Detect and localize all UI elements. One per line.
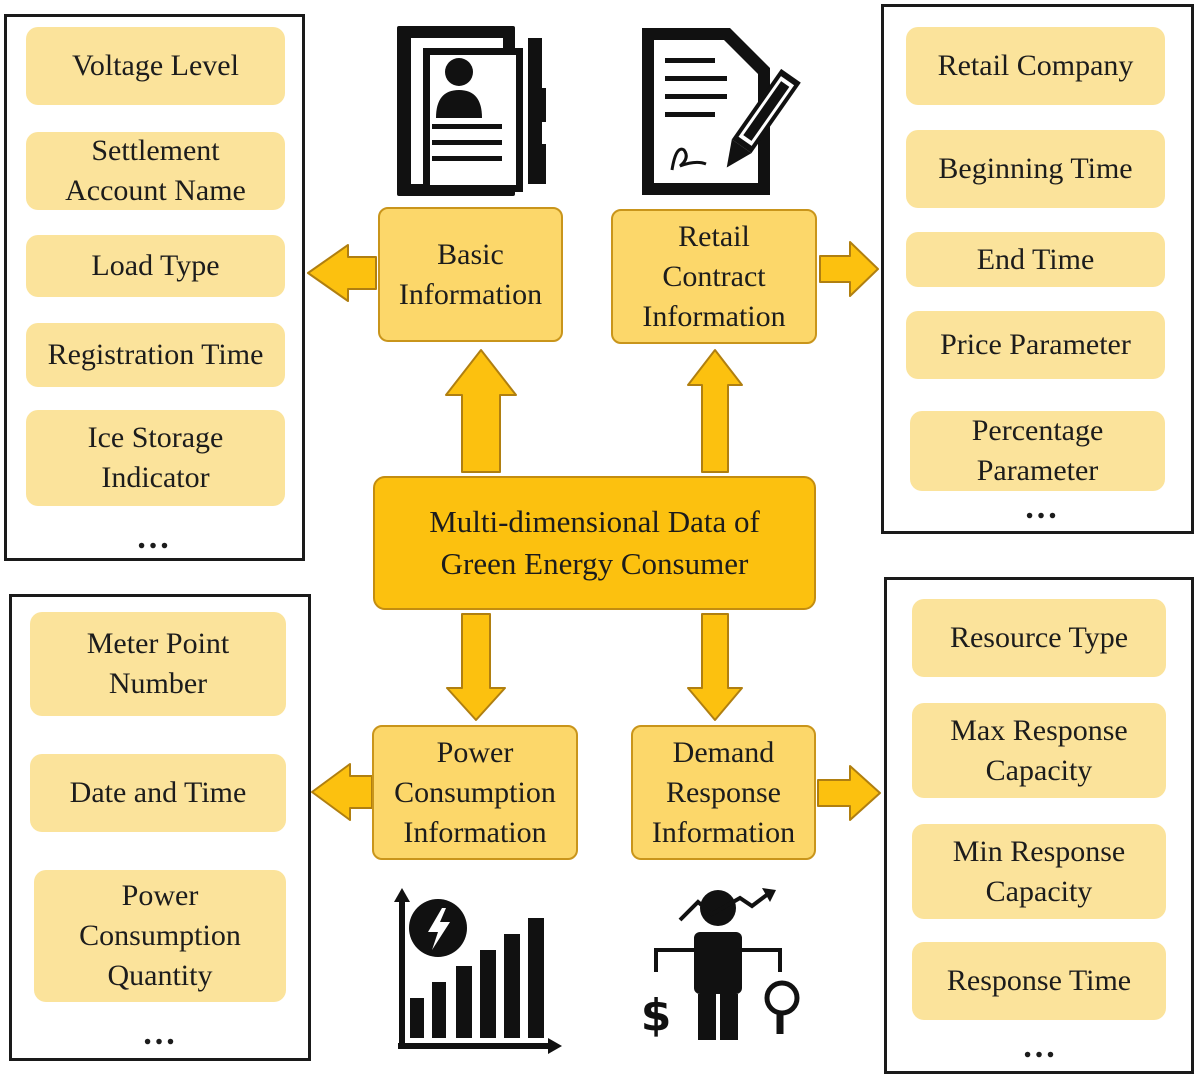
panel-item-ice-storage-indicator: Ice Storage Indicator [26,410,285,506]
panel-item-response-time: Response Time [912,942,1166,1020]
arrow-down-power [446,613,506,721]
panel-item-load-type: Load Type [26,235,285,297]
panel-ellipsis: … [1022,1028,1058,1065]
contract-pen-icon [642,28,801,195]
panel-item-percentage-parameter: Percentage Parameter [910,411,1165,491]
id-card-icon [397,26,546,196]
central-data-box: Multi-dimensional Data of Green Energy C… [373,476,816,610]
panel-item-retail-company: Retail Company [906,27,1165,105]
panel-item-date-and-time: Date and Time [30,754,286,832]
panel-item-meter-point-number: Meter Point Number [30,612,286,716]
panel-item-registration-time: Registration Time [26,323,285,387]
person-dollar-magnifier-icon: $ [641,888,800,1041]
arrow-right-demand [817,765,881,821]
panel-item-voltage-level: Voltage Level [26,27,285,105]
panel-item-power-consumption-quantity: Power Consumption Quantity [34,870,286,1002]
panel-item-min-response-capacity: Min Response Capacity [912,824,1166,919]
panel-ellipsis: … [1024,489,1060,526]
arrow-left-basic [307,244,377,302]
arrow-right-retail [819,241,879,297]
arrow-up-basic [445,349,517,473]
panel-item-max-response-capacity: Max Response Capacity [912,703,1166,798]
panel-ellipsis: … [142,1015,178,1052]
panel-item-settlement-account-name: Settlement Account Name [26,132,285,210]
category-retail-contract-information: Retail Contract Information [611,209,817,344]
panel-ellipsis: … [136,519,172,556]
arrow-up-retail [687,349,743,473]
arrow-down-demand [687,613,743,721]
category-power-consumption-information: Power Consumption Information [372,725,578,860]
panel-item-resource-type: Resource Type [912,599,1166,677]
arrow-left-power [311,763,373,821]
energy-bar-chart-icon [394,888,562,1054]
svg-text:$: $ [641,990,672,1041]
category-demand-response-information: Demand Response Information [631,725,816,860]
panel-item-beginning-time: Beginning Time [906,130,1165,208]
panel-item-price-parameter: Price Parameter [906,311,1165,379]
panel-item-end-time: End Time [906,232,1165,287]
category-basic-information: Basic Information [378,207,563,342]
